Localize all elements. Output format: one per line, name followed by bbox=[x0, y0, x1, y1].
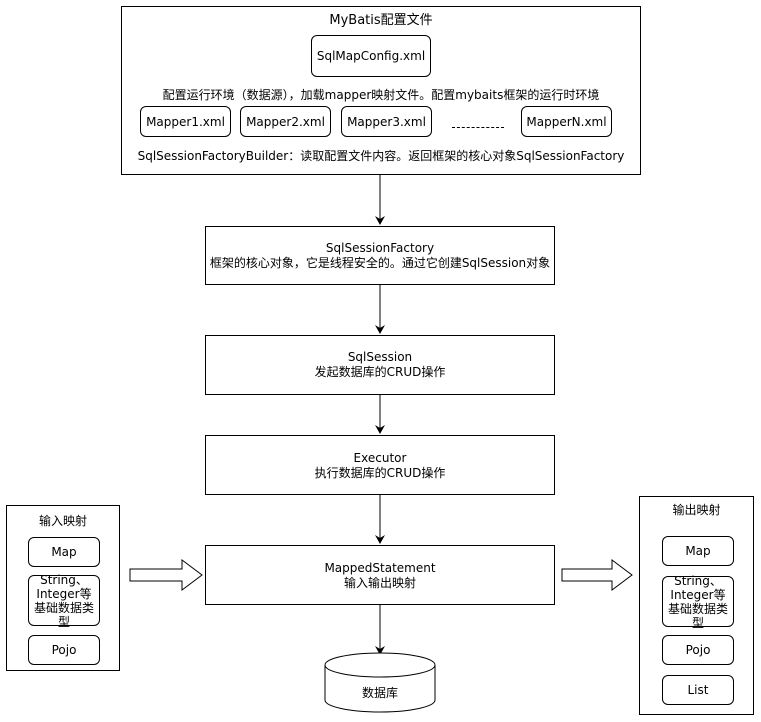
block-arrow-input bbox=[129, 559, 203, 591]
executor-box: Executor 执行数据库的CRUD操作 bbox=[205, 435, 555, 495]
output-list-label: List bbox=[687, 683, 709, 697]
input-pojo-box: Pojo bbox=[28, 635, 100, 665]
output-basic-types-label: String、Integer等基础数据类型 bbox=[667, 573, 728, 630]
mappedstatement-box: MappedStatement 输入输出映射 bbox=[205, 545, 555, 605]
executor-title: Executor bbox=[353, 451, 407, 465]
mapper3-box: Mapper3.xml bbox=[341, 106, 432, 137]
mybatis-config-container: MyBatis配置文件 SqlMapConfig.xml 配置运行环境（数据源）… bbox=[121, 6, 641, 175]
builder-description: SqlSessionFactoryBuilder：读取配置文件内容。返回框架的核… bbox=[137, 149, 625, 163]
sqlsessionfactory-desc: 框架的核心对象，它是线程安全的。通过它创建SqlSession对象 bbox=[209, 256, 551, 270]
database-label: 数据库 bbox=[361, 686, 398, 700]
env-description: 配置运行环境（数据源），加载mapper映射文件。配置mybaits框架的运行时… bbox=[162, 88, 600, 102]
sqlsession-desc: 发起数据库的CRUD操作 bbox=[314, 365, 446, 379]
mapper1-label: Mapper1.xml bbox=[146, 114, 225, 129]
input-basic-types-label: String、Integer等基础数据类型 bbox=[33, 572, 94, 629]
config-title: MyBatis配置文件 bbox=[329, 13, 433, 28]
input-mapping-title: 输入映射 bbox=[38, 514, 87, 528]
output-pojo-label: Pojo bbox=[685, 643, 711, 657]
mapper2-box: Mapper2.xml bbox=[240, 106, 331, 137]
mapper1-box: Mapper1.xml bbox=[140, 106, 231, 137]
output-map-box: Map bbox=[662, 536, 734, 566]
input-basic-types-box: String、Integer等基础数据类型 bbox=[28, 572, 100, 629]
output-basic-types-box: String、Integer等基础数据类型 bbox=[662, 573, 734, 630]
mappern-label: MapperN.xml bbox=[526, 114, 607, 129]
mappern-box: MapperN.xml bbox=[521, 106, 612, 137]
input-map-label: Map bbox=[51, 545, 77, 559]
output-mapping-title: 输出映射 bbox=[672, 503, 721, 517]
input-mapping-container: 输入映射 Map String、Integer等基础数据类型 Pojo bbox=[6, 505, 120, 671]
mappedstatement-title: MappedStatement bbox=[324, 561, 436, 575]
mapper3-label: Mapper3.xml bbox=[347, 114, 426, 129]
sqlmapconfig-box: SqlMapConfig.xml bbox=[311, 35, 431, 77]
input-map-box: Map bbox=[28, 537, 100, 567]
output-pojo-box: Pojo bbox=[662, 635, 734, 665]
mapper2-label: Mapper2.xml bbox=[246, 114, 325, 129]
sqlsessionfactory-box: SqlSessionFactory 框架的核心对象，它是线程安全的。通过它创建S… bbox=[205, 226, 555, 285]
sqlsessionfactory-title: SqlSessionFactory bbox=[325, 241, 435, 255]
sqlsession-title: SqlSession bbox=[347, 350, 413, 364]
output-mapping-container: 输出映射 Map String、Integer等基础数据类型 Pojo List bbox=[639, 496, 754, 715]
sqlmapconfig-label: SqlMapConfig.xml bbox=[316, 49, 426, 63]
input-pojo-label: Pojo bbox=[51, 643, 77, 657]
sqlsession-box: SqlSession 发起数据库的CRUD操作 bbox=[205, 335, 555, 395]
mapper-ellipsis-dashes bbox=[452, 127, 504, 128]
database-cylinder bbox=[324, 652, 436, 713]
output-list-box: List bbox=[662, 675, 734, 705]
block-arrow-output bbox=[561, 559, 633, 591]
output-map-label: Map bbox=[685, 544, 711, 558]
mappedstatement-desc: 输入输出映射 bbox=[343, 576, 416, 590]
executor-desc: 执行数据库的CRUD操作 bbox=[314, 466, 446, 480]
